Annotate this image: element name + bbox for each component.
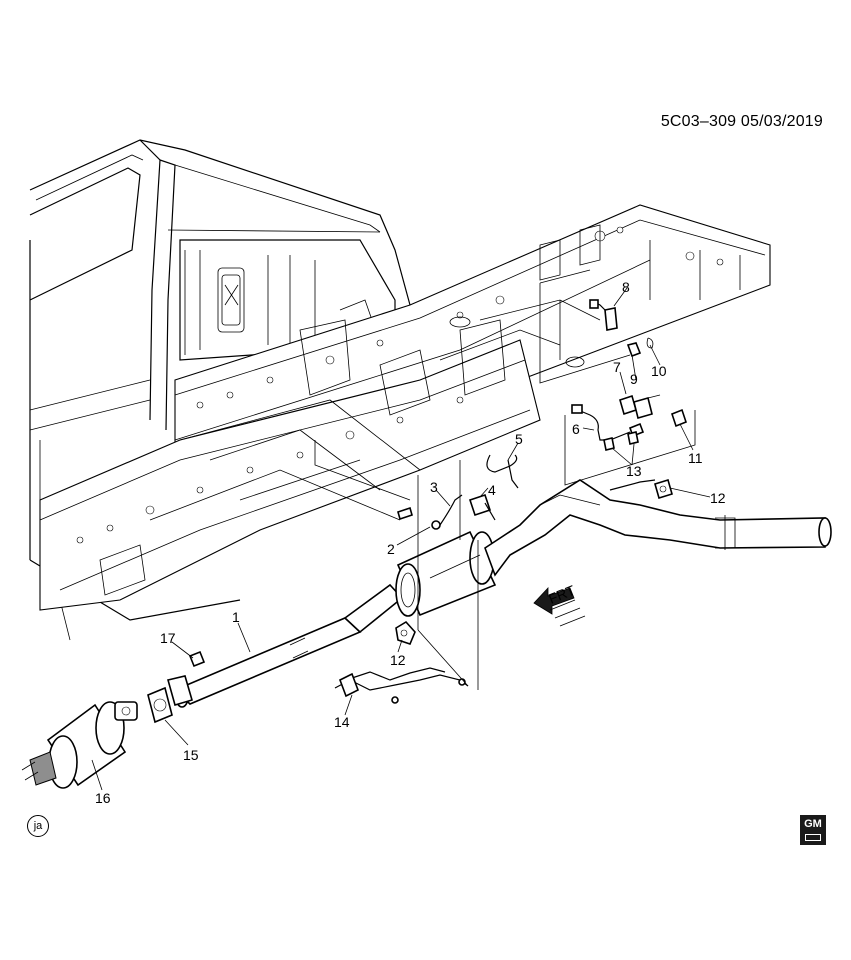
callout-6: 6 bbox=[572, 421, 580, 437]
intermediate-pipe bbox=[173, 583, 404, 708]
gm-logo-underline bbox=[805, 834, 821, 841]
wiring-harness bbox=[334, 667, 469, 704]
callout-5: 5 bbox=[515, 431, 523, 447]
bracket bbox=[589, 299, 618, 331]
callout-15: 15 bbox=[183, 747, 199, 763]
hanger-upper bbox=[609, 478, 673, 500]
callout-13: 13 bbox=[626, 463, 642, 479]
diagram-badge: ja bbox=[27, 815, 49, 837]
temp-sensor bbox=[486, 454, 519, 489]
direction-label: FRT bbox=[546, 582, 577, 607]
callout-3: 3 bbox=[430, 479, 438, 495]
frame-rail-lower bbox=[39, 319, 541, 611]
callout-11: 11 bbox=[688, 450, 703, 466]
callout-7: 7 bbox=[613, 359, 621, 375]
front-direction-arrow bbox=[533, 586, 586, 627]
diagram-reference-code: 5C03–309 05/03/2019 bbox=[660, 113, 823, 130]
bolts bbox=[603, 394, 661, 451]
callout-16: 16 bbox=[95, 790, 111, 806]
callout-14: 14 bbox=[334, 714, 350, 730]
callout-10: 10 bbox=[651, 363, 667, 379]
cab-back-panel bbox=[179, 239, 396, 361]
clip bbox=[671, 408, 687, 428]
flange bbox=[167, 675, 193, 706]
cross-members bbox=[149, 299, 601, 521]
tail-pipe bbox=[484, 479, 832, 577]
callout-9: 9 bbox=[630, 371, 638, 387]
callout-8: 8 bbox=[622, 279, 630, 295]
callout-1: 1 bbox=[232, 609, 240, 625]
detail-outlines bbox=[314, 269, 696, 690]
callout-12-upper: 12 bbox=[710, 490, 726, 506]
hanger-lower bbox=[395, 620, 416, 645]
callout-17: 17 bbox=[160, 630, 176, 646]
muffler bbox=[395, 530, 497, 617]
catalytic-converter bbox=[21, 701, 138, 789]
callout-4: 4 bbox=[488, 482, 496, 498]
gasket bbox=[147, 686, 173, 724]
callout-2: 2 bbox=[387, 541, 395, 557]
callout-leaders bbox=[91, 287, 711, 791]
callout-12-lower: 12 bbox=[390, 652, 406, 668]
nut bbox=[188, 650, 206, 668]
gm-logo-text: GM bbox=[804, 818, 822, 830]
sensor-assembly bbox=[397, 493, 496, 530]
gm-logo: GM bbox=[800, 815, 826, 845]
